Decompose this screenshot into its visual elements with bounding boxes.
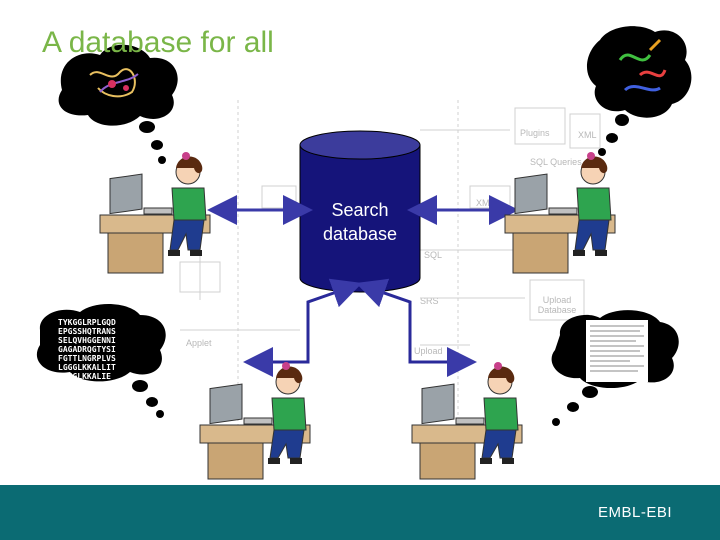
footer-brand-text: EMBL-EBI bbox=[598, 504, 673, 521]
user-at-computer-bottom-right bbox=[411, 362, 523, 480]
diagram-label-sql: SQL bbox=[424, 250, 443, 260]
user-at-computer-top-right bbox=[504, 152, 616, 274]
database-label-line2: database bbox=[322, 224, 398, 244]
connector-bottom-right bbox=[355, 278, 477, 377]
sequence-text-block: TYKGGLRPLGQD EPGSSHQTRANS SELQVHGGENNI G… bbox=[58, 318, 130, 380]
database-label: Search database bbox=[300, 198, 420, 246]
sequence-line: MGGGLKKALIE bbox=[58, 372, 111, 380]
footer-bar bbox=[0, 485, 720, 540]
diagram-label-plugins: Plugins bbox=[520, 128, 550, 138]
thought-bubble-sequence bbox=[36, 304, 166, 418]
diagram-label-sql-queries: SQL Queries bbox=[530, 157, 582, 167]
diagram-label-applet: Applet bbox=[186, 338, 212, 348]
thought-bubble-structure bbox=[586, 26, 692, 156]
thought-bubble-document bbox=[551, 310, 679, 426]
diagram-label-upload-database: Upload Database bbox=[537, 295, 577, 315]
connector-bottom-left bbox=[243, 278, 363, 377]
document-icon bbox=[586, 320, 648, 382]
protein-structure-icon bbox=[89, 68, 139, 98]
sequence-line: GAGADRQGTYSI bbox=[58, 345, 116, 354]
user-at-computer-top-left bbox=[99, 152, 211, 274]
sequence-line: FGTTLNGRPLVS bbox=[58, 354, 116, 363]
sequence-line: LGGGLKKALLIT bbox=[58, 363, 116, 372]
database-label-line1: Search bbox=[331, 200, 389, 220]
diagram-label-xml: XML bbox=[578, 130, 597, 140]
slide-title: A database for all bbox=[42, 26, 274, 59]
sequence-line: SELQVHGGENNI bbox=[58, 336, 116, 345]
user-at-computer-bottom-left bbox=[199, 362, 311, 480]
thought-bubble-protein bbox=[58, 44, 178, 164]
molecule-icon bbox=[618, 38, 667, 92]
sequence-line: EPGSSHQTRANS bbox=[58, 327, 116, 336]
sequence-line: TYKGGLRPLGQD bbox=[58, 318, 116, 327]
